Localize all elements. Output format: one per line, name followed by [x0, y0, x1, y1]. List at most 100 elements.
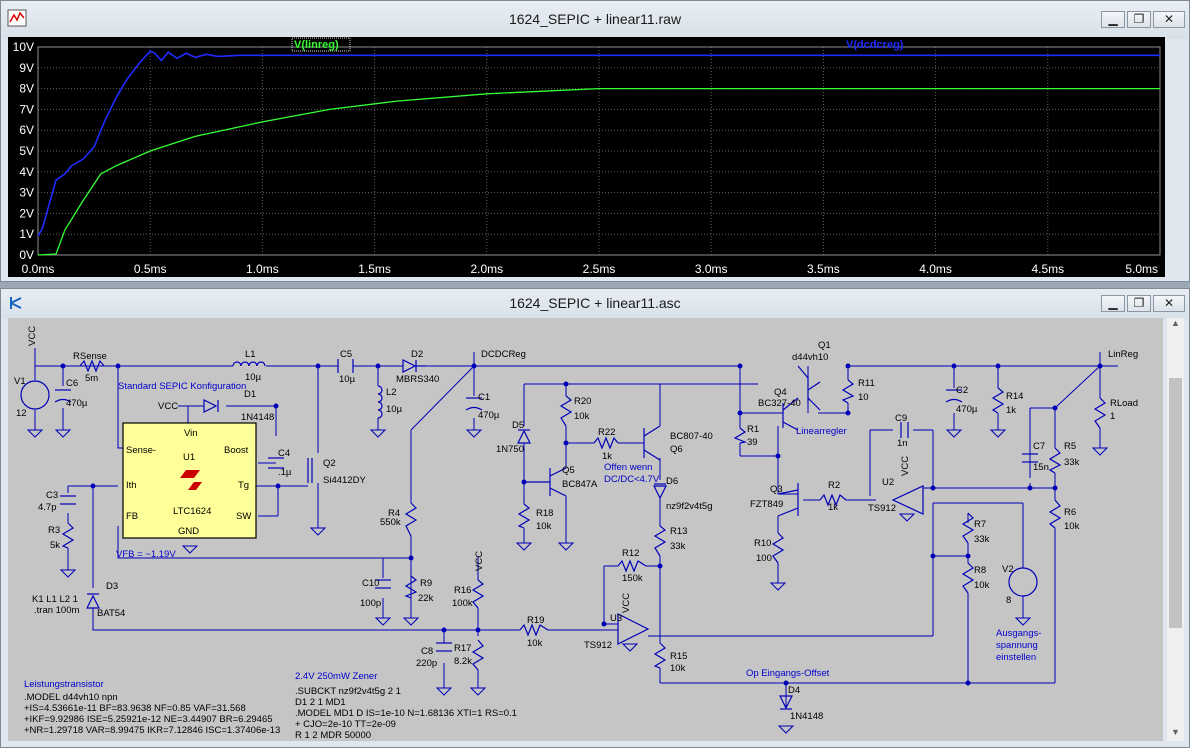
model-1-line-3: +IKF=9.92986 ISE=5.25921e-12 NE=3.44907 …	[24, 714, 273, 725]
waveform-titlebar[interactable]: 1624_SEPIC + linear11.raw ▁ ❐ ✕	[1, 1, 1189, 39]
label-r18-val: 10k	[536, 521, 552, 532]
label-r15-val: 10k	[670, 663, 686, 674]
schematic-app-icon[interactable]	[7, 294, 27, 312]
label-r16-val: 100k	[452, 598, 473, 609]
label-r5-val: 33k	[1064, 457, 1080, 468]
y-tick-label: 5V	[19, 144, 34, 158]
label-d1-val: 1N4148	[241, 412, 274, 423]
label-r12: R12	[622, 548, 639, 559]
model-2-line-3: .MODEL MD1 D IS=1e-10 N=1.68136 XTI=1 RS…	[295, 708, 517, 719]
legend-dcdcreg[interactable]: V(dcdcreg)	[846, 39, 904, 51]
minimize-icon[interactable]: ▁	[1101, 295, 1125, 312]
label-c6-val: 470µ	[66, 398, 88, 409]
label-rsense-val: 5m	[85, 373, 98, 384]
label-v1-val: 12	[16, 408, 27, 419]
label-vcc-r16: VCC	[474, 551, 485, 571]
label-r7-val: 33k	[974, 534, 990, 545]
label-r10: R10	[754, 538, 771, 549]
label-r4: R4	[388, 508, 400, 519]
label-r3: R3	[48, 525, 60, 536]
label-c1-val: 470µ	[478, 410, 500, 421]
label-c8: C8	[421, 646, 433, 657]
x-tick-label: 2.0ms	[470, 262, 503, 276]
trace-v-linreg	[37, 87, 1160, 256]
label-q4-val: BC327-40	[758, 398, 801, 409]
x-tick-label: 4.0ms	[919, 262, 952, 276]
model-block-transistor[interactable]: Leistungstransistor .MODEL d44vh10 npn +…	[24, 679, 280, 736]
x-tick-label: 3.0ms	[695, 262, 728, 276]
restore-icon[interactable]: ❐	[1127, 11, 1151, 28]
label-rload-val: 1	[1110, 411, 1115, 422]
restore-icon[interactable]: ❐	[1127, 295, 1151, 312]
y-tick-label: 0V	[19, 248, 34, 262]
close-icon[interactable]: ✕	[1153, 11, 1185, 28]
close-icon[interactable]: ✕	[1153, 295, 1185, 312]
lt-logo	[180, 470, 202, 490]
label-q1-val: d44vh10	[792, 352, 828, 363]
label-v2-val: 8	[1006, 595, 1011, 606]
label-r13-val: 33k	[670, 541, 686, 552]
label-q6: Q6	[670, 444, 683, 455]
minimize-icon[interactable]: ▁	[1101, 11, 1125, 28]
scroll-thumb[interactable]	[1169, 378, 1182, 628]
label-r8: R8	[974, 565, 986, 576]
waveform-window-title: 1624_SEPIC + linear11.raw	[508, 11, 682, 27]
label-op-offset: Op Eingangs-Offset	[746, 668, 830, 679]
label-r3-val: 5k	[50, 540, 60, 551]
label-q2-val: Si4412DY	[323, 475, 366, 486]
waveform-app-icon[interactable]	[7, 9, 27, 27]
label-c4-val: .1µ	[278, 467, 292, 478]
label-q5-val: BC847A	[562, 479, 598, 490]
label-c5-val: 10µ	[339, 374, 356, 385]
label-d6-val: nz9f2v4t5g	[666, 501, 712, 512]
label-r14-val: 1k	[1006, 405, 1016, 416]
u1-pin-fb: FB	[126, 511, 138, 522]
label-r16: R16	[454, 585, 471, 596]
label-r19: R19	[527, 615, 544, 626]
model-2-line-1: .SUBCKT nz9f2v4t5g 2 1	[295, 686, 401, 697]
scroll-up-icon[interactable]: ▲	[1171, 318, 1180, 328]
label-c1: C1	[478, 392, 490, 403]
x-tick-label: 5.0ms	[1125, 262, 1158, 276]
label-r11-val: 10	[858, 392, 869, 403]
x-tick-label: 0.0ms	[22, 262, 55, 276]
y-tick-label: 10V	[13, 40, 34, 54]
schematic-canvas[interactable]: Vin Sense- Boost U1 Ith Tg FB SW LTC1624…	[8, 318, 1163, 741]
component-symbols	[20, 359, 1107, 710]
label-d4-val: 1N4148	[790, 711, 823, 722]
wires	[34, 348, 1118, 708]
model-1-line-2: +IS=4.53661e-11 BF=83.9638 NF=0.85 VAF=3…	[24, 703, 246, 714]
label-vcc-top: VCC	[27, 326, 38, 346]
model-block-zener[interactable]: 2.4V 250mW Zener .SUBCKT nz9f2v4t5g 2 1 …	[295, 671, 517, 741]
u1-pin-ith: Ith	[126, 480, 137, 491]
schematic-titlebar[interactable]: 1624_SEPIC + linear11.asc ▁ ❐ ✕	[1, 289, 1189, 319]
label-linreg: LinReg	[1108, 349, 1138, 360]
label-u2: U2	[882, 477, 894, 488]
label-tran[interactable]: .tran 100m	[34, 605, 79, 616]
label-r22-val: 1k	[602, 451, 612, 462]
scroll-down-icon[interactable]: ▼	[1171, 727, 1180, 737]
label-ausgang1: Ausgangs-	[996, 628, 1041, 639]
label-v2: V2	[1002, 564, 1014, 575]
label-u3: U3	[610, 613, 622, 624]
label-r5: R5	[1064, 441, 1076, 452]
label-r6-val: 10k	[1064, 521, 1080, 532]
y-tick-label: 2V	[19, 206, 34, 220]
legend-linreg[interactable]: V(linreg)	[294, 39, 339, 51]
label-r9: R9	[420, 578, 432, 589]
label-c6: C6	[66, 378, 78, 389]
label-r7: R7	[974, 519, 986, 530]
u1-pin-gnd: GND	[178, 526, 199, 537]
x-tick-label: 2.5ms	[583, 262, 616, 276]
label-c2: C2	[956, 385, 968, 396]
u1-pin-vin: Vin	[184, 428, 198, 439]
label-c4: C4	[278, 448, 290, 459]
schematic-vertical-scrollbar[interactable]: ▲ ▼	[1167, 318, 1184, 741]
label-r20: R20	[574, 396, 591, 407]
label-r20-val: 10k	[574, 411, 590, 422]
ground-symbols	[26, 429, 1109, 734]
label-c9: C9	[895, 413, 907, 424]
label-q3: Q3	[770, 484, 783, 495]
